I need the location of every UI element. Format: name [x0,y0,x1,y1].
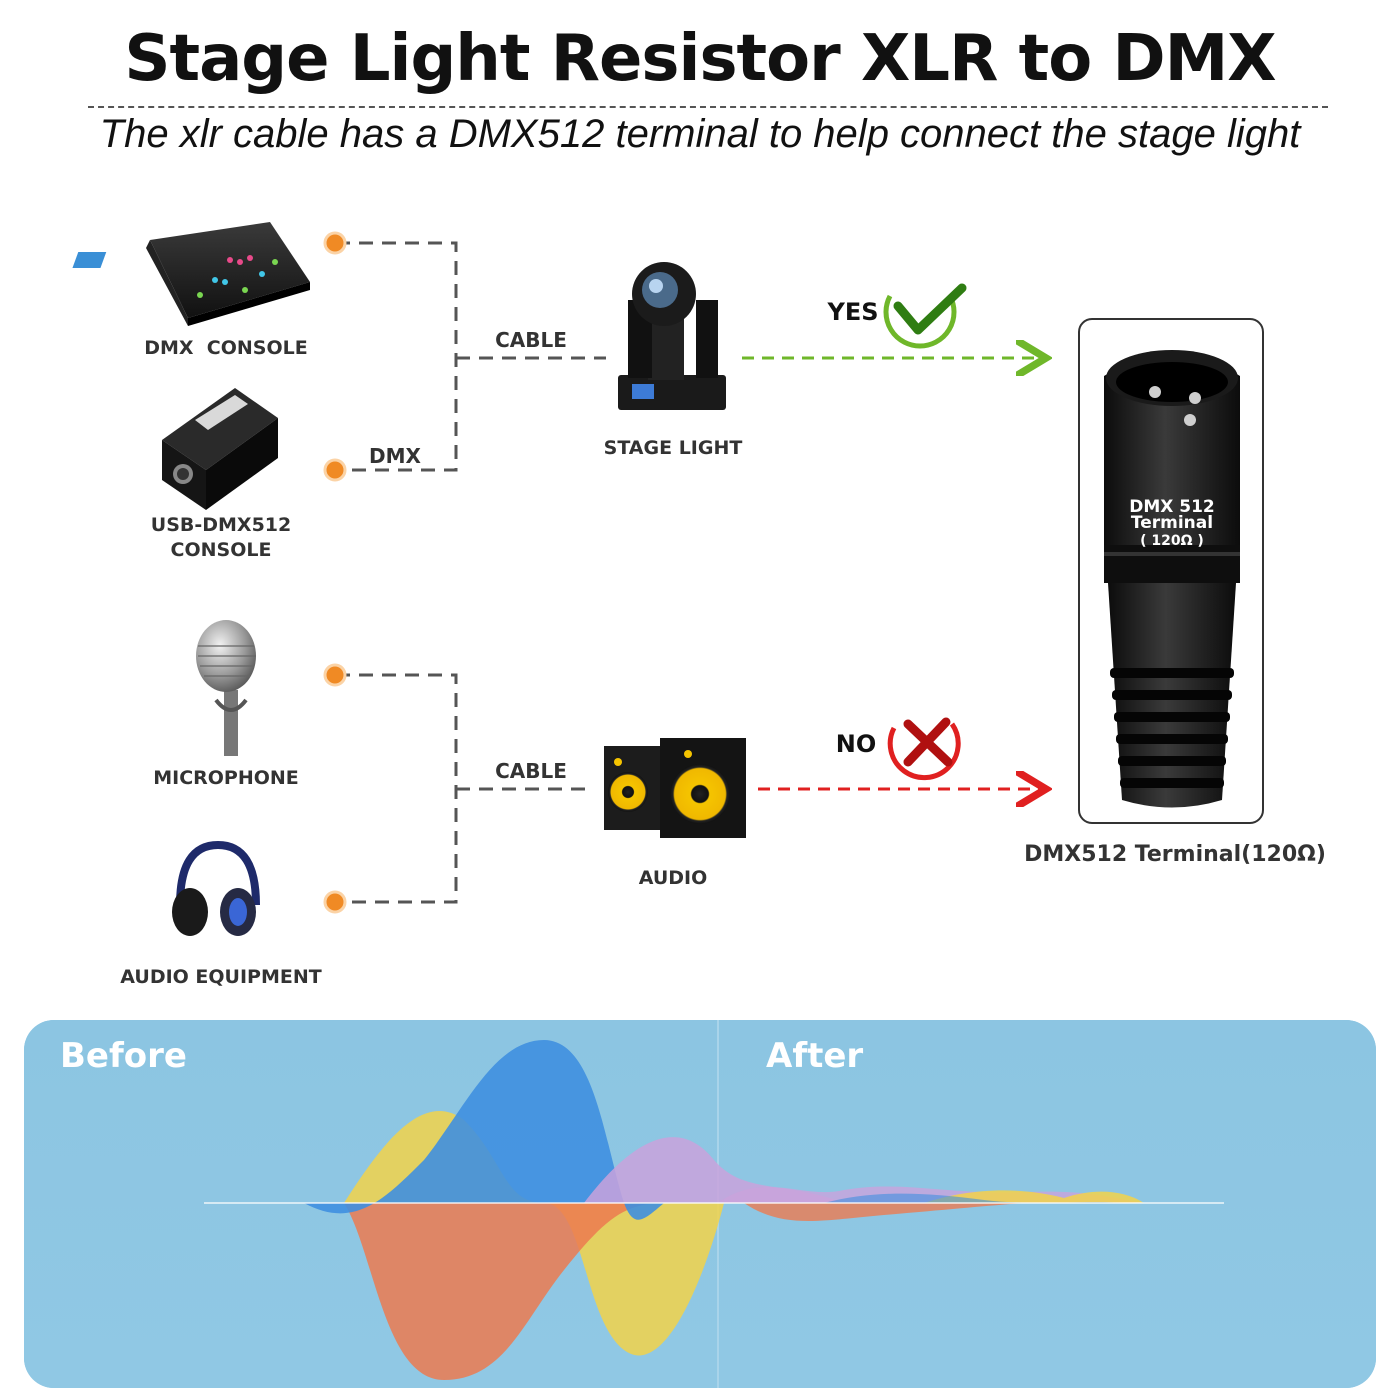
usb-console-label-line2: CONSOLE [171,539,272,561]
speakers-image [604,738,746,838]
port-dot-usb-console [323,458,347,482]
top-cable-lines [336,241,606,472]
cable-label-top: CABLE [495,328,567,352]
port-dot-microphone [323,663,347,687]
cross-icon [887,717,961,781]
page-subtitle: The xlr cable has a DMX512 terminal to h… [99,112,1301,156]
dmx-console-label: DMX CONSOLE [144,337,307,359]
after-label: After [766,1036,864,1076]
usb-dmx-box-image [162,388,278,510]
microphone-label: MICROPHONE [153,767,299,789]
check-icon [883,283,967,349]
stage-light-image [618,262,726,410]
port-dot-dmx-console [323,231,347,255]
plug-text-line1: DMX 512 [1129,497,1215,517]
header-divider [88,106,1328,108]
headphones-image [172,840,260,936]
before-label: Before [60,1036,187,1076]
plug-text-line3: ( 120Ω ) [1140,533,1204,549]
xlr-terminal-plug [1104,350,1240,808]
signal-comparison-panel: Before After [24,1020,1376,1388]
dmx-console-image [72,222,310,326]
port-dot-audio-equipment [323,890,347,914]
page-title: Stage Light Resistor XLR to DMX [124,22,1276,96]
audio-equipment-label: AUDIO EQUIPMENT [120,966,321,988]
stage-light-label: STAGE LIGHT [604,437,743,459]
usb-console-label-line1: USB-DMX512 [151,514,291,536]
waveform-illustration [24,1020,1376,1388]
microphone-image [196,620,256,756]
dmx-label: DMX [369,444,422,468]
no-label: NO [836,730,877,758]
bottom-cable-lines [336,673,590,904]
terminal-caption: DMX512 Terminal(120Ω) [1024,842,1326,867]
connection-diagram: DMX 512 Terminal ( 120Ω ) CABLE DMX CABL… [72,222,1326,988]
audio-label: AUDIO [639,867,708,889]
cable-label-bottom: CABLE [495,759,567,783]
plug-text-line2: Terminal [1131,513,1213,533]
yes-label: YES [826,298,878,326]
